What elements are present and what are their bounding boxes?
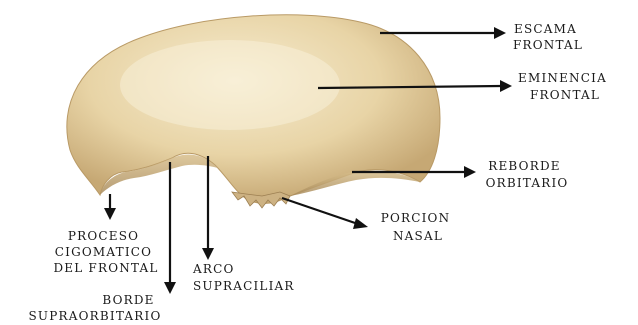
arrowhead-proceso-cigomatico (104, 208, 116, 220)
arrow-porcion-nasal (282, 198, 358, 224)
label-proceso-cigomatico: PROCESO CIGOMATICO DEL FRONTAL (53, 229, 158, 275)
arrowhead-borde-supraorbitario (164, 282, 176, 294)
label-porcion-nasal: PORCION NASAL (381, 211, 456, 243)
label-eminencia-frontal: EMINENCIA FRONTAL (518, 71, 612, 102)
label-reborde-orbitario: REBORDE ORBITARIO (486, 159, 569, 190)
arrowhead-arco-superciliar (202, 248, 214, 260)
arrowhead-escama-frontal (494, 27, 506, 39)
arrowhead-eminencia-frontal (500, 80, 512, 92)
arrowhead-porcion-nasal (353, 218, 368, 229)
label-borde-supraorbitario: BORDE SUPRAORBITARIO (29, 293, 162, 323)
label-escama-frontal: ESCAMA FRONTAL (513, 22, 583, 52)
bone-highlight (120, 40, 340, 130)
frontal-bone (67, 15, 440, 208)
label-arco-superciliar: ARCO SUPRACILIAR (192, 262, 295, 293)
arrowhead-reborde-orbitario (464, 166, 476, 178)
